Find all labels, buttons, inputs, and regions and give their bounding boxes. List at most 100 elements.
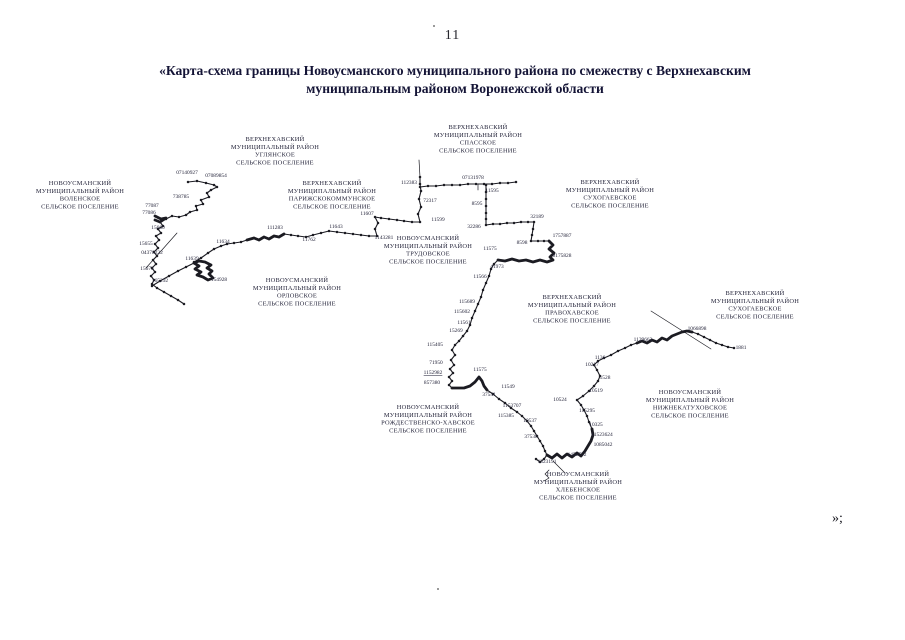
boundary-vertex-dot <box>343 231 347 235</box>
boundary-vertex-dot <box>484 211 488 215</box>
point-label: 11762 <box>302 237 316 243</box>
boundary-vertex-dot <box>457 339 461 343</box>
boundary-vertex-dot <box>154 262 158 266</box>
boundary-vertex-dot <box>529 239 533 243</box>
boundary-vertex-dot <box>416 212 420 216</box>
boundary-vertex-dot <box>541 444 545 448</box>
boundary-vertex-dot <box>592 363 596 367</box>
boundary-vertex-dot <box>484 190 488 194</box>
boundary-vertex-dot <box>319 231 323 235</box>
boundary-vertex-dot <box>485 388 489 392</box>
boundary-vertex-dot <box>720 343 724 347</box>
region-label-line: СЕЛЬСКОЕ ПОСЕЛЕНИЕ <box>389 258 467 265</box>
map-title: «Карта-схема границы Новоусманского муни… <box>60 62 850 98</box>
boundary-vertex-dot <box>367 234 371 238</box>
boundary-vertex-dot <box>487 274 491 278</box>
boundary-vertex-dot <box>150 266 154 270</box>
boundary-vertex-dot <box>418 182 422 186</box>
boundary-vertex-dot <box>289 233 293 237</box>
point-label: 11561 <box>457 320 471 326</box>
point-label: 11607 <box>360 211 374 217</box>
point-label: 11643 <box>329 224 343 230</box>
boundary-vertex-dot <box>468 323 472 327</box>
boundary-vertex-dot <box>470 316 474 320</box>
boundary-vertex-dot <box>451 371 455 375</box>
boundary-vertex-dot <box>520 414 524 418</box>
boundary-vertex-dot <box>708 338 712 342</box>
point-label: 11634 <box>216 239 230 245</box>
boundary-vertex-dot <box>304 235 308 239</box>
boundary-vertex-dot <box>629 343 633 347</box>
region-label-line: ВЕРХНЕХАВСКИЙ <box>726 289 785 297</box>
region-label-line: НОВОУСМАНСКИЙ <box>547 470 610 478</box>
boundary-line-northeast-wavy <box>635 329 694 345</box>
boundary-vertex-dot <box>359 233 363 237</box>
boundary-vertex-dot <box>702 335 706 339</box>
region-label-line: СЕЛЬСКОЕ ПОСЕЛЕНИЕ <box>389 427 467 434</box>
region-label-line: СЕЛЬСКОЕ ПОСЕЛЕНИЕ <box>716 313 794 320</box>
boundary-line-hook-1323191 <box>535 454 548 463</box>
point-label: 11549 <box>501 384 515 390</box>
boundary-vertex-dot <box>215 185 219 189</box>
boundary-vertex-dot <box>153 242 157 246</box>
boundary-vertex-dot <box>452 363 456 367</box>
boundary-vertex-dot <box>182 302 186 306</box>
boundary-vertex-dot <box>225 242 229 246</box>
boundary-vertex-dot <box>538 439 542 443</box>
region-label-line: МУНИЦИПАЛЬНЫЙ РАЙОН <box>231 143 319 151</box>
point-label: 07131978 <box>462 175 484 181</box>
boundary-vertex-dot <box>484 217 488 221</box>
region-label-line: СЕЛЬСКОЕ ПОСЕЛЕНИЕ <box>539 494 617 501</box>
point-label: 1136 <box>595 355 606 361</box>
point-label: 11575 <box>473 367 487 373</box>
point-label: 10524 <box>553 397 567 403</box>
region-label-line: МУНИЦИПАЛЬНЫЙ РАЙОН <box>36 187 124 195</box>
region-label-line: МУНИЦИПАЛЬНЫЙ РАЙОН <box>288 187 376 195</box>
region-label-line: МУНИЦИПАЛЬНЫЙ РАЙОН <box>566 186 654 194</box>
region-label-line: СЕЛЬСКОЕ ПОСЕЛЕНИЕ <box>651 412 729 419</box>
point-label: 07089854 <box>205 173 227 179</box>
boundary-vertex-dot <box>232 241 236 245</box>
scan-artifact-dot <box>433 25 435 27</box>
boundary-vertex-dot <box>442 183 446 187</box>
point-label: 37541 <box>482 392 496 398</box>
boundary-vertex-dot <box>418 185 422 189</box>
region-label-line: РОЖДЕСТВЕНСКО-ХАВСКОЕ <box>381 420 475 427</box>
boundary-vertex-dot <box>209 188 213 192</box>
point-label: 71950 <box>429 360 443 366</box>
point-label: 1757887 <box>553 233 572 239</box>
region-label-line: СЕЛЬСКОЕ ПОСЕЛЕНИЕ <box>293 203 371 210</box>
region-label-line: СЕЛЬСКОЕ ПОСЕЛЕНИЕ <box>571 202 649 209</box>
boundary-vertex-dot <box>450 379 454 383</box>
boundary-vertex-dot <box>152 278 156 282</box>
region-label-line: ТРУДОВСКОЕ <box>406 251 450 258</box>
boundary-vertex-dot <box>509 406 513 410</box>
boundary-vertex-dot <box>536 239 540 243</box>
boundary-vertex-dot <box>410 220 414 224</box>
point-label: 115295 <box>579 408 595 414</box>
boundary-vertex-dot <box>696 332 700 336</box>
region-label-line: МУНИЦИПАЛЬНЫЙ РАЙОН <box>384 411 472 419</box>
boundary-vertex-dot <box>535 434 539 438</box>
boundary-vertex-dot <box>149 274 153 278</box>
boundary-vertex-dot <box>458 183 462 187</box>
boundary-vertex-dot <box>296 234 300 238</box>
region-label-line: ХЛЕБЕНСКОЕ <box>556 487 600 494</box>
point-label: 10217 <box>585 362 599 368</box>
boundary-vertex-dot <box>186 180 190 184</box>
map-title-line-2: муниципальным районом Воронежской област… <box>306 81 604 96</box>
boundary-vertex-dot <box>534 457 538 461</box>
region-label-line: НОВОУСМАНСКИЙ <box>397 403 460 411</box>
boundary-vertex-dot <box>690 330 694 334</box>
region-label-line: ВЕРХНЕХАВСКИЙ <box>303 179 362 187</box>
boundary-vertex-dot <box>543 449 547 453</box>
point-label: 8595 <box>472 201 483 207</box>
boundary-vertex-dot <box>157 238 161 242</box>
boundary-vertex-dot <box>532 429 536 433</box>
point-label: 111283 <box>267 225 283 231</box>
boundary-line-east-cross-line <box>650 310 712 350</box>
